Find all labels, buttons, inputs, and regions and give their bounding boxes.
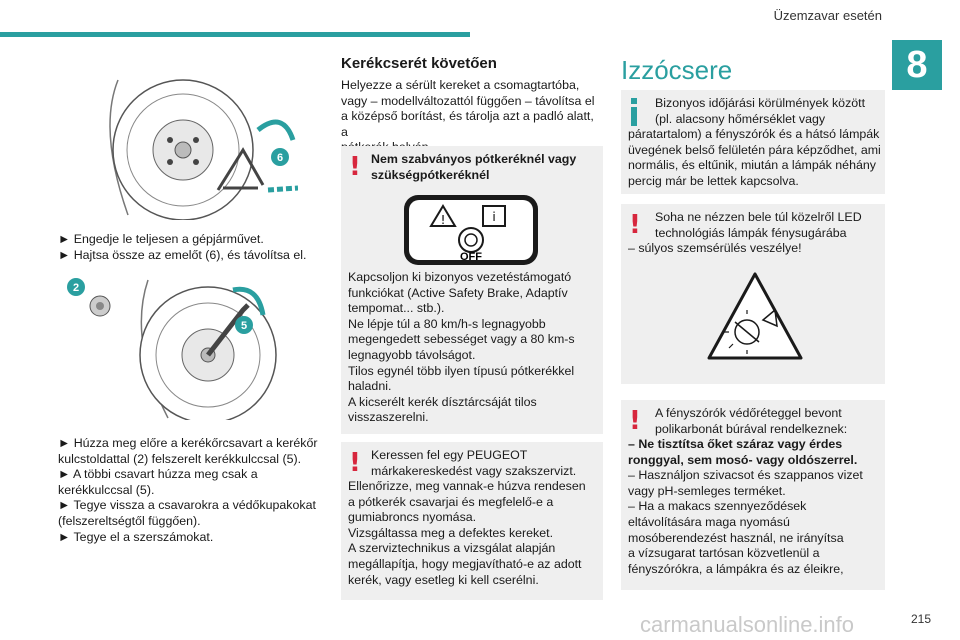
step-lower-vehicle: ► Engedje le teljesen a gépjárművet. (58, 232, 264, 246)
header-accent-bar (0, 32, 470, 37)
warning-icon: ! (349, 152, 361, 182)
figure-jack-removal: 6 (109, 79, 298, 220)
chapter-number: 8 (892, 40, 942, 90)
instructions-jack: ► Engedje le teljesen a gépjárművet. ► H… (58, 232, 320, 263)
warning-box-spare-wheel: ! Nem szabványos pótkeréknél vagy szüksé… (341, 146, 603, 434)
instructions-bolts: ► Húzza meg előre a kerékőrcsavart a ker… (58, 436, 318, 544)
svg-text:!: ! (441, 213, 446, 227)
section-heading-bulb-change: Izzócsere (621, 55, 733, 85)
warning-icon: ! (629, 210, 641, 240)
callout-2 (67, 278, 85, 296)
section-title: Üzemzavar esetén (773, 8, 882, 23)
callout-6-label: 6 (277, 152, 283, 164)
callout-2-label: 2 (73, 282, 79, 294)
info-icon (629, 98, 639, 126)
intro-paragraph: Helyezze a sérült kereket a csomagtartób… (341, 78, 595, 154)
warning-box-dealer: ! Keressen fel egy PEUGEOT márkakeresked… (341, 442, 603, 600)
callout-5-label: 5 (241, 320, 247, 332)
led-eye-hazard-icon (707, 272, 803, 360)
figure-wheel-bolts: 2 5 (67, 278, 277, 420)
dashboard-symbol-off-icon: ! i OFF (404, 195, 538, 265)
callout-5 (235, 316, 253, 334)
callout-6 (271, 148, 289, 166)
watermark-url: carmanualsonline.info (640, 612, 855, 637)
warning-box-headlamp-cleaning: ! A fényszórók védőréteggel bevont polik… (621, 400, 885, 590)
page-number: 215 (911, 612, 932, 626)
svg-text:i: i (492, 210, 495, 224)
section-heading-after-change: Kerékcserét követően (341, 55, 497, 72)
warning-box-led: ! Soha ne nézzen bele túl közelről LED t… (621, 204, 885, 384)
info-box-condensation: Bizonyos időjárási körülmények között (p… (621, 90, 885, 194)
warning-icon: ! (629, 406, 641, 436)
svg-text:OFF: OFF (460, 251, 482, 263)
warning-icon: ! (349, 448, 361, 478)
step-fold-jack: ► Hajtsa össze az emelőt (6), és távolít… (58, 247, 307, 262)
